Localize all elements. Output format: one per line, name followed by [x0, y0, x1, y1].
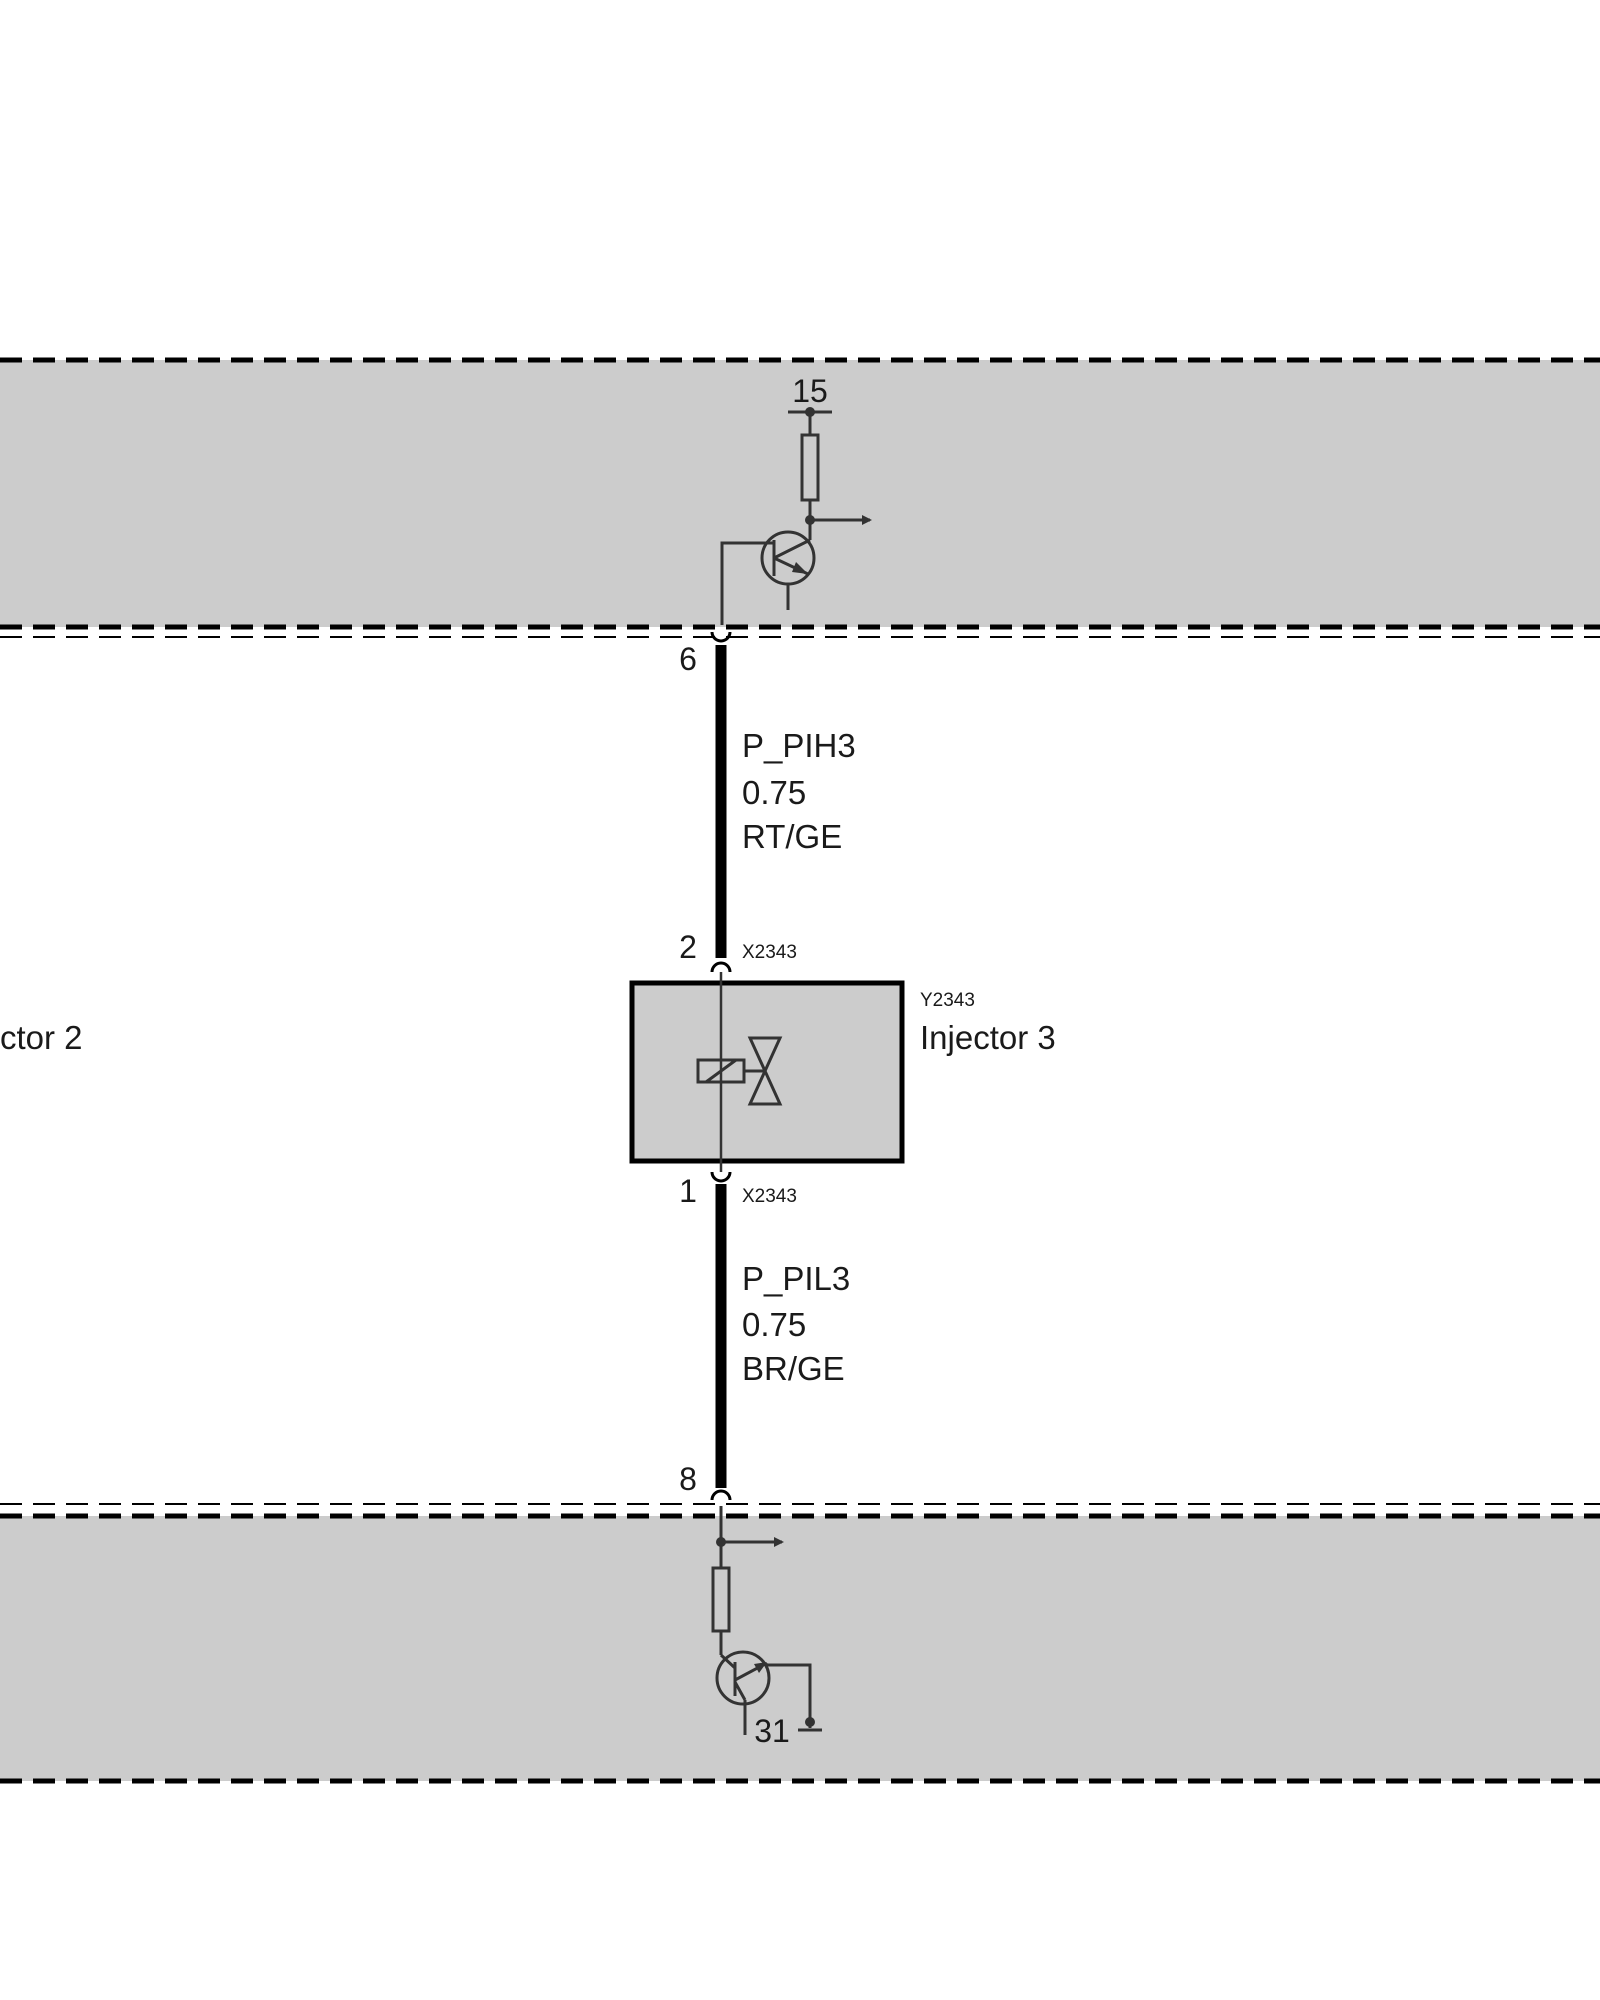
injector-pin-2-mark	[710, 961, 732, 973]
low-side-transistor	[715, 1650, 812, 1735]
pin-8-connector-mark	[710, 1489, 732, 1501]
module-pin-6: 6	[679, 641, 697, 677]
wire-low-gauge: 0.75	[742, 1306, 806, 1343]
top-control-module: 15	[0, 357, 1600, 638]
ground-terminal-label: 31	[754, 1713, 790, 1749]
valve-icon	[747, 1036, 783, 1106]
injector-pin-2: 2	[679, 929, 697, 965]
supply-terminal-label: 15	[792, 373, 828, 409]
module-pin-8: 8	[679, 1461, 697, 1497]
supply-terminal-symbol	[788, 407, 832, 435]
injector-code: Y2343	[920, 990, 975, 1011]
injector-pin-1-mark	[710, 1171, 732, 1183]
injector-component: 2 X2343 Y2343 Injector 3 1 X2343	[629, 929, 1056, 1209]
injector-connector-top: X2343	[742, 942, 797, 963]
injector-connector-bottom: X2343	[742, 1186, 797, 1207]
wire-high-gauge: 0.75	[742, 774, 806, 811]
injector-name: Injector 3	[920, 1019, 1056, 1056]
wire-high-name: P_PIH3	[742, 727, 856, 764]
neighbor-component-label: ctor 2	[0, 1019, 83, 1056]
bottom-control-module: 31	[0, 1503, 1600, 1784]
ground-icon	[798, 1717, 822, 1732]
wire-low-name: P_PIL3	[742, 1260, 850, 1297]
pin-6-connector-mark	[710, 631, 732, 643]
bottom-module-body	[0, 1516, 1600, 1781]
wire-high-color: RT/GE	[742, 818, 842, 855]
wire-low-color: BR/GE	[742, 1350, 845, 1387]
wire-low-side: P_PIL3 0.75 BR/GE 8	[679, 1184, 850, 1501]
injector-pin-1: 1	[679, 1173, 697, 1209]
wire-high-side: 6 P_PIH3 0.75 RT/GE	[679, 631, 856, 958]
high-side-transistor	[720, 530, 816, 625]
